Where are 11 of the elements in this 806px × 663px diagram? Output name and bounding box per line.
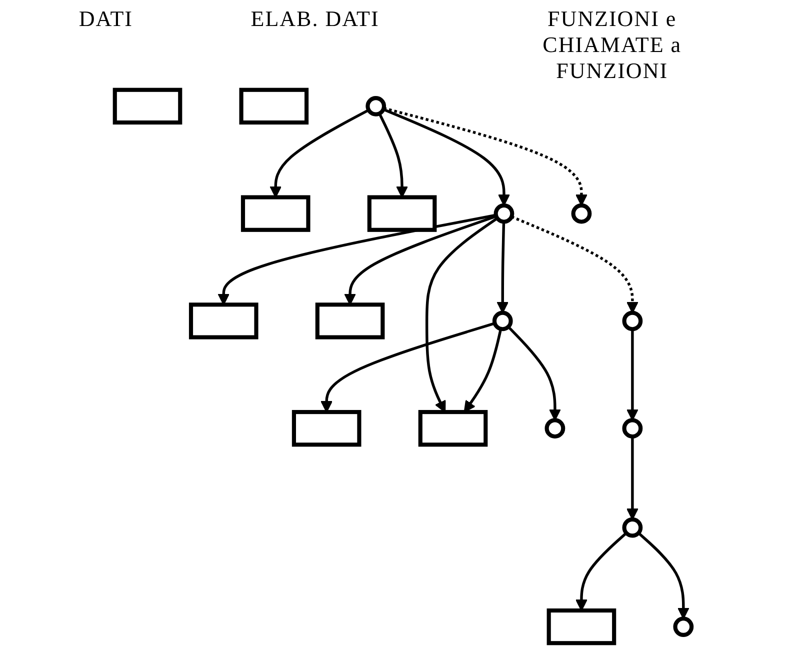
arrow	[626, 436, 638, 520]
column-heading: FUNZIONI e CHIAMATE a FUNZIONI	[542, 6, 683, 84]
arrow	[382, 108, 510, 206]
arrow	[510, 214, 638, 313]
arrow	[626, 328, 638, 420]
arrow	[637, 531, 690, 619]
arrow	[383, 106, 588, 206]
arrow	[496, 221, 508, 313]
column-heading: ELAB. DATI	[250, 6, 380, 32]
column-heading: DATI	[78, 6, 133, 32]
arrow	[507, 325, 561, 420]
